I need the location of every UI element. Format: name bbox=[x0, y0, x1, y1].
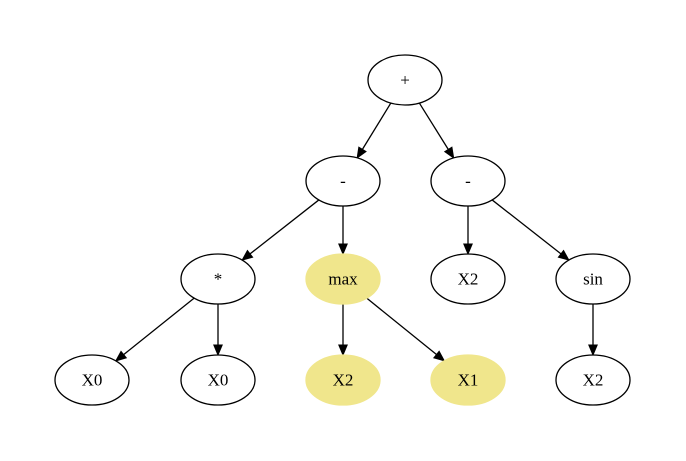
edge-n1-to-n3 bbox=[241, 199, 320, 261]
edge-n2-to-n6 bbox=[491, 199, 570, 261]
highlighted-node-ellipse bbox=[430, 354, 506, 406]
edge-n2-to-n5 bbox=[463, 206, 473, 256]
node-label: X2 bbox=[583, 371, 604, 390]
arrowhead-icon bbox=[588, 344, 598, 357]
tree-node-n6: sin bbox=[555, 253, 631, 305]
tree-node-n11: X2 bbox=[555, 354, 631, 406]
arrowhead-icon bbox=[338, 243, 348, 256]
arrowhead-icon bbox=[463, 243, 473, 256]
node-ellipse bbox=[180, 253, 256, 305]
tree-node-n9: X2 bbox=[305, 354, 381, 406]
arrowhead-icon bbox=[443, 146, 455, 160]
edge-line bbox=[491, 199, 562, 255]
highlighted-node-ellipse bbox=[305, 253, 381, 305]
tree-node-n10: X1 bbox=[430, 354, 506, 406]
tree-node-n5: X2 bbox=[430, 253, 506, 305]
node-ellipse bbox=[555, 253, 631, 305]
tree-node-n0: + bbox=[367, 54, 443, 106]
node-label: X2 bbox=[458, 270, 479, 289]
node-label: * bbox=[214, 270, 223, 289]
node-label: X1 bbox=[458, 371, 479, 390]
arrowhead-icon bbox=[557, 249, 570, 261]
tree-node-n4: max bbox=[305, 253, 381, 305]
edge-n1-to-n4 bbox=[338, 206, 348, 256]
edge-n0-to-n1 bbox=[356, 102, 392, 160]
node-ellipse bbox=[180, 354, 256, 406]
edge-line bbox=[249, 199, 320, 255]
node-label: - bbox=[340, 172, 346, 191]
tree-node-n3: * bbox=[180, 253, 256, 305]
arrowhead-icon bbox=[338, 344, 348, 357]
node-label: max bbox=[328, 270, 358, 289]
node-ellipse bbox=[430, 155, 506, 207]
edge-n6-to-n11 bbox=[588, 304, 598, 357]
arrowhead-icon bbox=[241, 249, 254, 261]
edges-layer bbox=[114, 102, 598, 362]
node-label: X0 bbox=[208, 371, 229, 390]
tree-node-n7: X0 bbox=[54, 354, 130, 406]
arrowhead-icon bbox=[114, 350, 128, 362]
tree-node-n1: - bbox=[305, 155, 381, 207]
node-label: X0 bbox=[82, 371, 103, 390]
arrowhead-icon bbox=[356, 146, 367, 160]
node-ellipse bbox=[305, 155, 381, 207]
node-label: X2 bbox=[333, 371, 354, 390]
edge-n4-to-n9 bbox=[338, 304, 348, 357]
arrowhead-icon bbox=[432, 350, 446, 362]
edge-n3-to-n7 bbox=[114, 297, 195, 362]
node-label: - bbox=[465, 172, 471, 191]
tree-node-n2: - bbox=[430, 155, 506, 207]
edge-line bbox=[418, 102, 449, 150]
edge-n3-to-n8 bbox=[213, 304, 223, 357]
highlighted-node-ellipse bbox=[305, 354, 381, 406]
edge-line bbox=[366, 297, 437, 356]
node-label: sin bbox=[583, 270, 603, 289]
tree-node-n8: X0 bbox=[180, 354, 256, 406]
arrowhead-icon bbox=[213, 344, 223, 357]
edge-n0-to-n2 bbox=[418, 102, 455, 160]
node-label: + bbox=[400, 71, 410, 90]
edge-line bbox=[361, 102, 392, 150]
node-ellipse bbox=[367, 54, 443, 106]
node-ellipse bbox=[430, 253, 506, 305]
node-ellipse bbox=[54, 354, 130, 406]
edge-line bbox=[123, 297, 195, 356]
edge-n4-to-n10 bbox=[366, 297, 446, 362]
node-ellipse bbox=[555, 354, 631, 406]
